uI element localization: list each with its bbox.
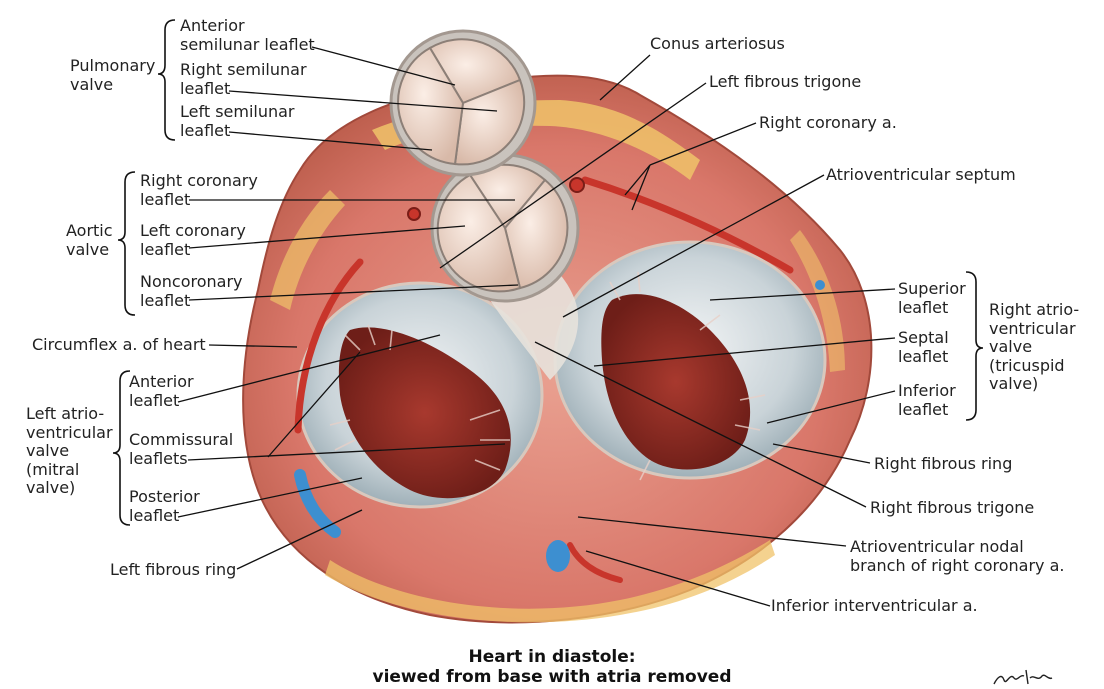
figure-caption-line1: Heart in diastole:: [468, 647, 636, 667]
group-brackets: [112, 19, 984, 526]
right-coronary-artery: [581, 176, 794, 274]
mitral-chamber: [338, 327, 511, 499]
right-fibrous-ring-label: Right fibrous ring: [874, 454, 1013, 473]
figure-caption-line2: viewed from base with atria removed: [372, 667, 732, 687]
fat-band-left: [270, 190, 345, 310]
right-coronary-artery-label: Right coronary a.: [759, 113, 897, 132]
mitral-chordae: [329, 324, 510, 471]
coronary-sinus-vein: [294, 469, 341, 538]
left-coronary-ostium: [407, 207, 421, 221]
conus-arteriosus-label: Conus arteriosus: [650, 34, 785, 53]
circumflex-artery-label: Circumflex a. of heart: [32, 335, 206, 354]
inferior-interventricular-artery: [567, 542, 623, 583]
circumflex-artery: [294, 258, 364, 434]
small-vein-right: [815, 280, 825, 290]
fat-band-right: [790, 230, 845, 372]
left-fibrous-ring-label: Left fibrous ring: [110, 560, 237, 579]
right-fibrous-trigone-label: Right fibrous trigone: [870, 498, 1035, 517]
inferior-vein: [546, 540, 570, 572]
leader-lines: [177, 46, 896, 607]
atrioventricular-septum-label: Atrioventricular septum: [826, 165, 1016, 184]
tricuspid-chamber: [601, 294, 751, 470]
fat-band-bottom: [325, 540, 775, 623]
right-coronary-ostium: [569, 177, 585, 193]
left-fibrous-trigone-label: Left fibrous trigone: [709, 72, 862, 91]
inferior-interventricular-artery-label: Inferior interventricular a.: [771, 596, 978, 615]
pulmonary-cusps: [397, 38, 526, 166]
artist-signature-icon: [993, 669, 1053, 685]
aortic-cusps: [436, 163, 569, 293]
